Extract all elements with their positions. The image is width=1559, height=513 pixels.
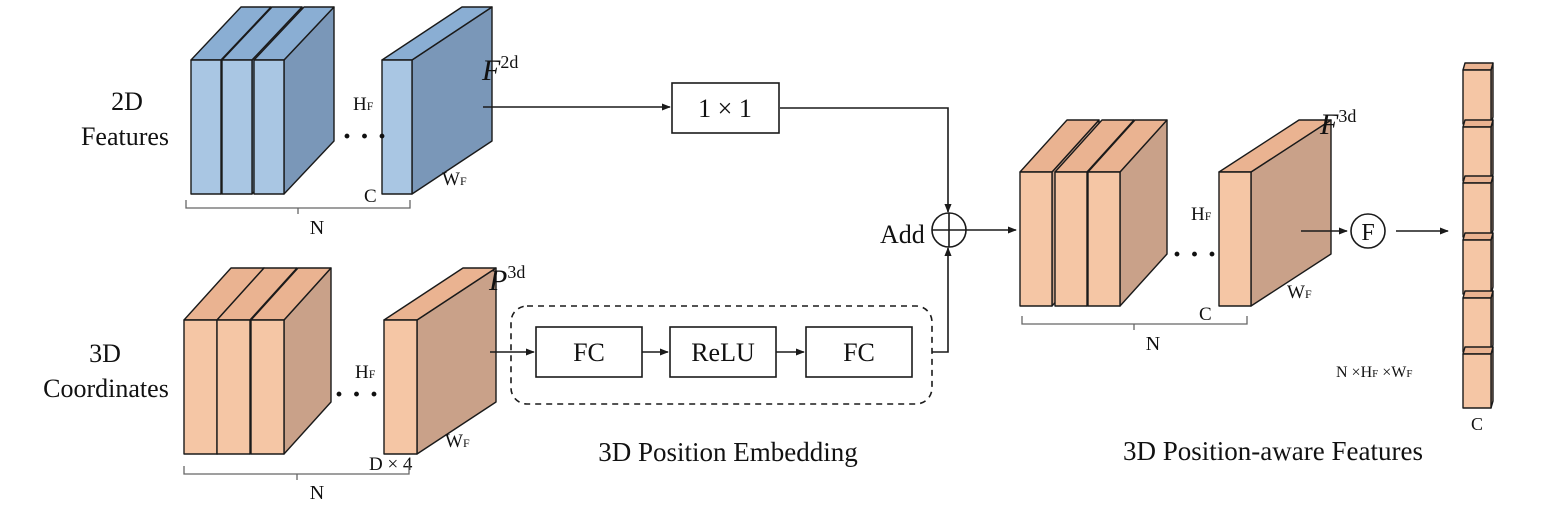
feature-slab-last-front: [1218, 171, 1252, 307]
coords-3d-ellipsis: · · ·: [334, 378, 379, 411]
position-aware-feature-stack: [1019, 119, 1332, 307]
feature-slab-3-front: [250, 319, 285, 455]
feature-slab-last: [1218, 119, 1332, 307]
relu-label: ReLU: [691, 338, 755, 367]
features-3d-n-label: N: [1146, 333, 1160, 355]
token-cube-2: [1462, 119, 1494, 182]
token-cube-top: [1462, 346, 1494, 355]
token-cube-3: [1462, 175, 1494, 238]
token-column: [1462, 62, 1494, 409]
features-2d-h-label: HF: [353, 94, 374, 115]
conv1x1-box: [671, 82, 780, 134]
features-3d-c-label: C: [1199, 304, 1212, 325]
features-2d-ellipsis: · · ·: [342, 120, 387, 153]
token-cube-1: [1462, 62, 1494, 125]
fc1-box: [535, 326, 643, 378]
features-3d-ellipsis: · · ·: [1172, 238, 1217, 271]
coords-3d-label-line1: 3D: [89, 339, 121, 368]
feature-slab-last: [381, 6, 493, 195]
feature-slab-1-front: [190, 59, 222, 195]
feature-slab-2-front: [221, 59, 253, 195]
token-cube-front: [1462, 353, 1492, 409]
features-3d-n-brace: [1021, 316, 1248, 330]
position-embedding-caption: 3D Position Embedding: [598, 437, 858, 467]
fc2-box: [805, 326, 913, 378]
features-3d-h-label: HF: [1191, 204, 1212, 225]
features-2d-c-label: C: [364, 186, 377, 207]
features-3d-w-label: WF: [1287, 282, 1312, 303]
token-cube-top: [1462, 232, 1494, 241]
token-cube-5: [1462, 290, 1494, 353]
coordinate-stack-3d: [183, 267, 497, 455]
arrow-embedding-to-add: [932, 247, 952, 353]
token-cube-6: [1462, 346, 1494, 409]
fc1-label: FC: [573, 338, 605, 367]
coords-3d-c-label: D × 4: [369, 454, 413, 475]
features-2d-label-line2: Features: [81, 122, 169, 151]
token-cube-front: [1462, 297, 1492, 353]
relu-box: [669, 326, 777, 378]
feature-slab-last-front: [381, 59, 413, 195]
circled-f-icon: [1350, 213, 1386, 249]
coords-3d-w-label: WF: [445, 431, 470, 452]
token-cube-front: [1462, 126, 1492, 182]
features-2d-n-label: N: [310, 217, 324, 239]
token-c-label: C: [1471, 414, 1483, 434]
features-2d-label-line1: 2D: [111, 87, 143, 116]
token-cube-top: [1462, 290, 1494, 299]
position-aware-features-caption: 3D Position-aware Features: [1123, 436, 1423, 466]
feature-slab-3: [250, 267, 332, 455]
coords-3d-label-line2: Coordinates: [43, 374, 169, 403]
feature-stack-2d: [190, 6, 493, 195]
feature-slab-1-front: [1019, 171, 1053, 307]
token-shape-label: N ×HF ×WF: [1336, 364, 1413, 381]
features-2d-n-brace: [185, 200, 411, 214]
coords-3d-h-label: HF: [355, 362, 376, 383]
position-embedding-group: [510, 305, 933, 405]
coords-3d-n-brace: [183, 466, 410, 480]
arrow-conv-to-add: [780, 107, 952, 213]
coords-3d-symbol: P3d: [488, 262, 525, 297]
token-cube-front: [1462, 239, 1492, 295]
feature-slab-2-front: [216, 319, 251, 455]
feature-slab-3-front: [253, 59, 285, 195]
token-cube-top: [1462, 119, 1494, 128]
feature-slab-2-front: [1054, 171, 1088, 307]
features-2d-symbol: F2d: [481, 52, 518, 87]
features-2d-w-label: WF: [442, 169, 467, 190]
conv1x1-label: 1 × 1: [698, 94, 752, 123]
feature-slab-last-front: [383, 319, 418, 455]
feature-slab-1-front: [183, 319, 218, 455]
token-cube-4: [1462, 232, 1494, 295]
flatten-label: F: [1361, 220, 1374, 246]
feature-slab-3: [253, 6, 335, 195]
token-cube-top: [1462, 62, 1494, 71]
token-cube-front: [1462, 69, 1492, 125]
add-label: Add: [880, 220, 925, 249]
features-3d-symbol: F3d: [1319, 106, 1356, 141]
feature-slab-3: [1087, 119, 1168, 307]
feature-slab-last: [383, 267, 497, 455]
feature-slab-3-front: [1087, 171, 1121, 307]
token-cube-top: [1462, 175, 1494, 184]
token-cube-front: [1462, 182, 1492, 238]
coords-3d-n-label: N: [310, 482, 324, 504]
fc2-label: FC: [843, 338, 875, 367]
